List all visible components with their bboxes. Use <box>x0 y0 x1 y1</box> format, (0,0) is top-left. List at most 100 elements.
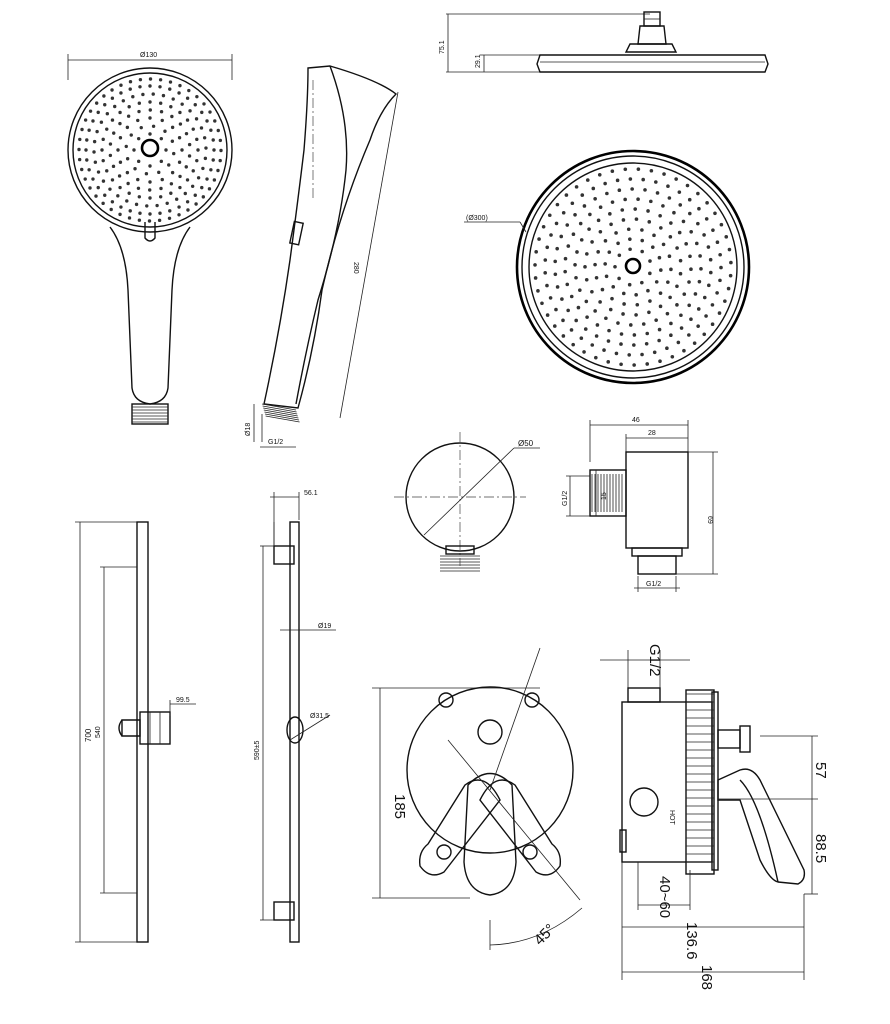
hand-shower-front-view: Ø130 <box>67 52 233 425</box>
nozzle-dot <box>193 103 197 107</box>
nozzle-dot <box>203 156 208 161</box>
nozzle-dot <box>187 88 191 93</box>
nozzle-dot <box>711 228 715 232</box>
nozzle-dot <box>201 166 205 171</box>
nozzle-dot <box>640 238 645 243</box>
nozzle-dot <box>696 191 700 196</box>
nozzle-dot <box>204 146 208 150</box>
nozzle-dot <box>139 125 143 130</box>
nozzle-dot <box>665 311 670 316</box>
nozzle-dot <box>611 285 616 289</box>
nozzle-dot <box>688 211 692 216</box>
slide-rail-adjust-label: 590±5 <box>254 740 261 760</box>
nozzle-dot <box>573 212 577 217</box>
nozzle-dot <box>110 118 115 122</box>
nozzle-dot <box>553 272 558 277</box>
wall-outlet-depth-label: 15 <box>601 492 608 500</box>
nozzle-dot <box>585 178 590 182</box>
nozzle-dot <box>555 246 559 251</box>
nozzle-dot <box>621 291 626 296</box>
nozzle-dot <box>632 363 636 367</box>
nozzle-dot <box>148 132 152 136</box>
nozzle-dot <box>110 178 115 182</box>
nozzle-dot <box>652 350 657 355</box>
nozzle-dot <box>563 269 567 274</box>
nozzle-dot <box>600 287 605 292</box>
nozzle-dot <box>83 118 88 122</box>
thread-line <box>261 403 297 411</box>
nozzle-dot <box>615 178 620 183</box>
thread-line <box>263 409 298 417</box>
nozzle-dot <box>78 137 82 142</box>
nozzle-dot <box>585 315 589 319</box>
nozzle-dot <box>678 271 683 276</box>
nozzle-dot <box>177 91 181 95</box>
nozzle-dot <box>169 182 174 186</box>
nozzle-dot <box>640 352 644 357</box>
nozzle-dot <box>654 318 658 322</box>
nozzle-dot <box>606 360 611 364</box>
nozzle-dot <box>87 168 91 172</box>
nozzle-dot <box>717 311 722 315</box>
nozzle-dot <box>218 138 223 143</box>
mixer-side-view: G1/2 HOT 57 88.5 40~60 136.6 168 <box>600 644 829 990</box>
nozzle-dot <box>705 201 709 205</box>
mixer-dim-885-label: 88.5 <box>812 834 829 863</box>
nozzle-dot <box>587 227 591 231</box>
nozzle-dot <box>96 185 100 190</box>
nozzle-dot <box>80 167 84 172</box>
nozzle-dot <box>108 142 113 146</box>
nozzle-dot <box>677 190 682 194</box>
nozzle-dot <box>151 124 156 128</box>
nozzle-dot <box>620 208 625 212</box>
nozzle-dot <box>545 245 550 250</box>
nozzle-dot <box>180 102 184 106</box>
hand-shower-diameter-label: Ø130 <box>140 52 157 59</box>
nozzle-dot <box>194 117 199 121</box>
nozzle-dot <box>133 167 137 171</box>
nozzle-dot <box>623 167 628 172</box>
nozzle-dot <box>540 301 544 306</box>
nozzle-dot <box>548 296 553 300</box>
nozzle-dot <box>212 178 217 182</box>
slide-rail-side-view: 56.1 590±5 Ø19 Ø31.5 <box>254 490 336 943</box>
nozzle-dot <box>121 99 126 103</box>
nozzle-dot <box>195 94 199 99</box>
nozzle-dot <box>593 309 597 313</box>
slide-rail-holder-label: 99.5 <box>176 697 190 704</box>
nozzle-dot <box>689 267 693 272</box>
nozzle-dot <box>85 138 89 142</box>
nozzle-dot <box>645 331 650 336</box>
nozzle-dot <box>678 203 683 207</box>
nozzle-dot <box>161 93 166 98</box>
nozzle-dot <box>212 148 216 152</box>
nozzle-dot <box>643 188 647 192</box>
mixer-height-label: 185 <box>391 794 408 819</box>
nozzle-dot <box>621 312 625 316</box>
nozzle-dot <box>641 177 645 182</box>
nozzle-dot <box>111 164 116 169</box>
nozzle-dot <box>626 227 631 232</box>
nozzle-dot <box>598 229 603 234</box>
nozzle-dot <box>696 324 700 328</box>
nozzle-dot <box>177 160 182 164</box>
hand-shower-side-thread <box>261 403 300 423</box>
nozzle-dot <box>118 160 123 164</box>
nozzle-dot <box>561 318 565 323</box>
nozzle-dot <box>554 221 559 226</box>
nozzle-dot <box>207 187 212 191</box>
nozzle-dot <box>603 181 607 186</box>
nozzle-dot <box>119 83 123 87</box>
nozzle-dot <box>126 181 130 186</box>
nozzle-dot <box>195 158 199 163</box>
nozzle-dot <box>116 148 120 152</box>
nozzle-dot <box>131 95 135 99</box>
mixer-dim-4060-label: 40~60 <box>656 876 673 918</box>
nozzle-dot <box>196 176 201 180</box>
nozzle-dot <box>157 170 161 175</box>
overhead-diameter-label: (Ø300) <box>466 215 488 222</box>
mixer-front-view: 185 45° <box>372 647 583 950</box>
nozzle-dot <box>649 168 654 173</box>
nozzle-dot <box>195 137 199 142</box>
nozzle-dot <box>728 273 733 278</box>
